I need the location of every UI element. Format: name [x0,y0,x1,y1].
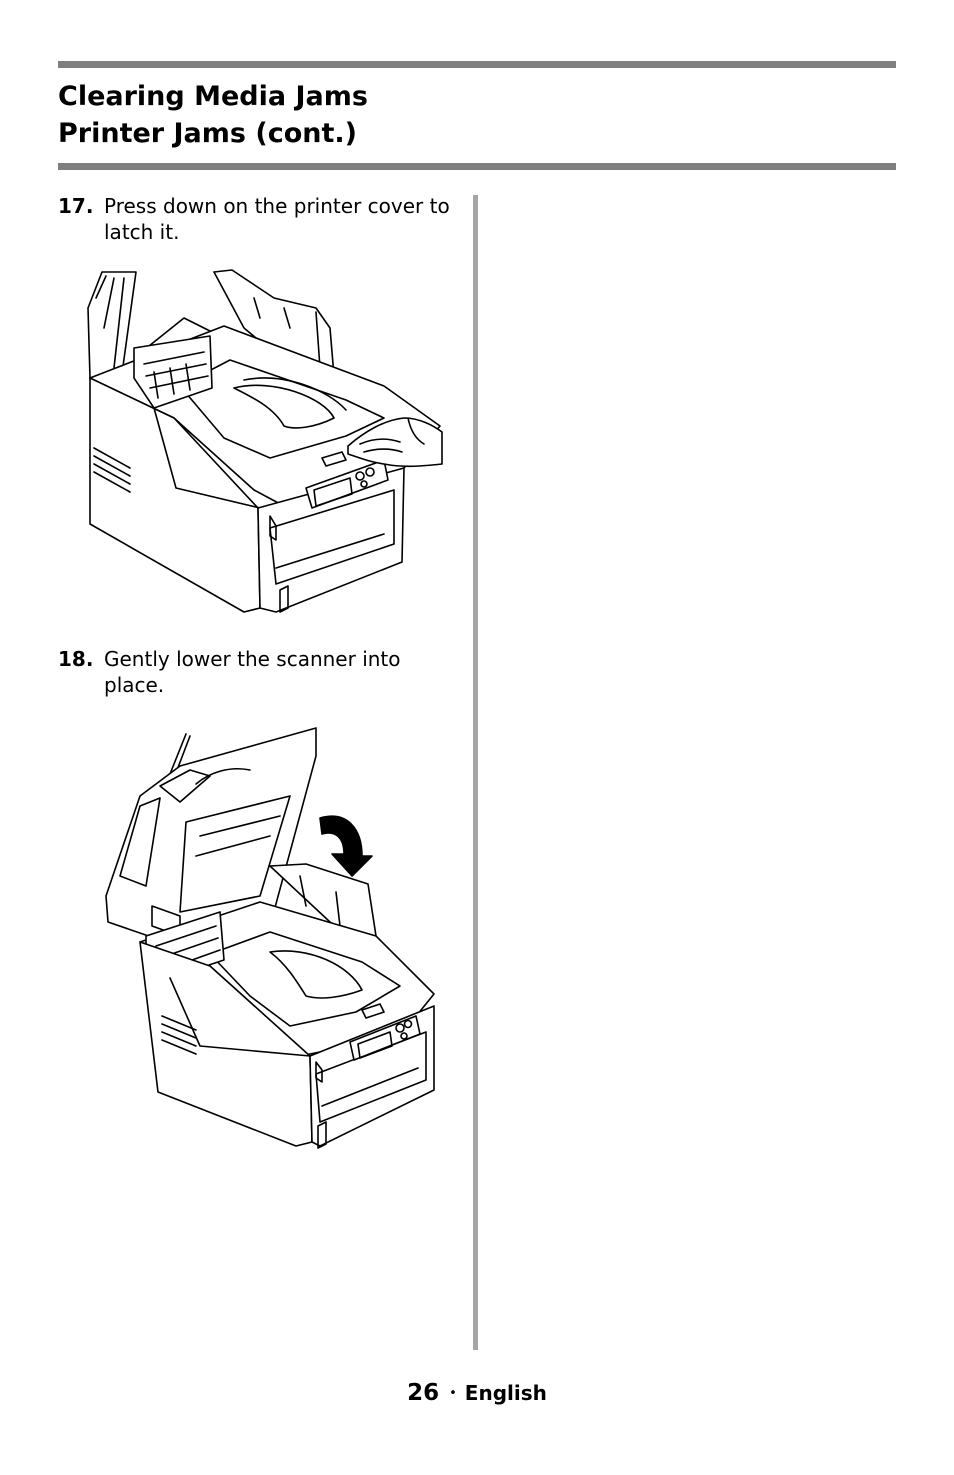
header-top-rule [58,61,896,68]
header-bottom-rule [58,163,896,170]
footer-language: English [464,1381,547,1405]
scanner-lowering-illustration [100,726,440,1152]
page-footer: 26 • English [0,1380,954,1406]
page-title: Clearing Media Jams Printer Jams (cont.) [58,78,368,152]
page-number: 26 [407,1380,440,1406]
step-text: Gently lower the scanner into place. [104,647,401,697]
step-number: 17. [58,194,94,218]
column-divider [473,195,478,1350]
page-title-line-2: Printer Jams (cont.) [58,118,358,149]
footer-separator: • [449,1386,457,1401]
step-number: 18. [58,647,94,671]
printer-cover-press-illustration [84,268,444,618]
step-text: Press down on the printer cover to latch… [104,194,450,244]
step-17: 17. Press down on the printer cover to l… [58,193,458,245]
page-title-line-1: Clearing Media Jams [58,81,368,112]
step-18: 18. Gently lower the scanner into place. [58,646,458,698]
